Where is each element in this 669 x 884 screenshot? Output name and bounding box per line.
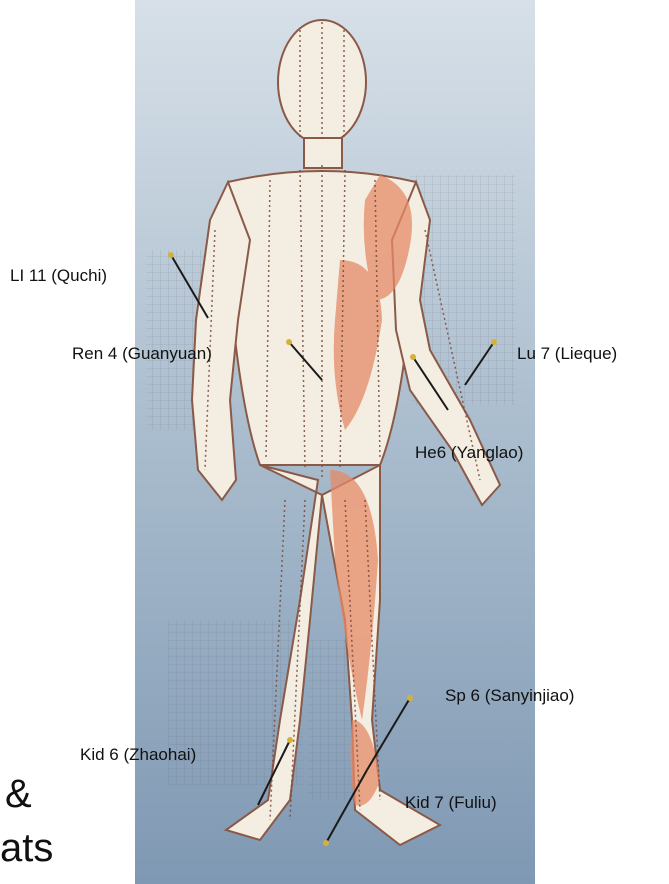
label-kid6: Kid 6 (Zhaohai): [80, 745, 196, 765]
label-lu7: Lu 7 (Lieque): [517, 344, 617, 364]
label-sp6: Sp 6 (Sanyinjiao): [445, 686, 574, 706]
label-he6: He6 (Yanglao): [415, 443, 523, 463]
partial-text-ampersand: &: [5, 772, 32, 817]
label-kid7: Kid 7 (Fuliu): [405, 793, 497, 813]
partial-text-ats: ats: [0, 826, 53, 871]
label-li11: LI 11 (Quchi): [10, 266, 107, 286]
label-ren4: Ren 4 (Guanyuan): [72, 344, 212, 364]
